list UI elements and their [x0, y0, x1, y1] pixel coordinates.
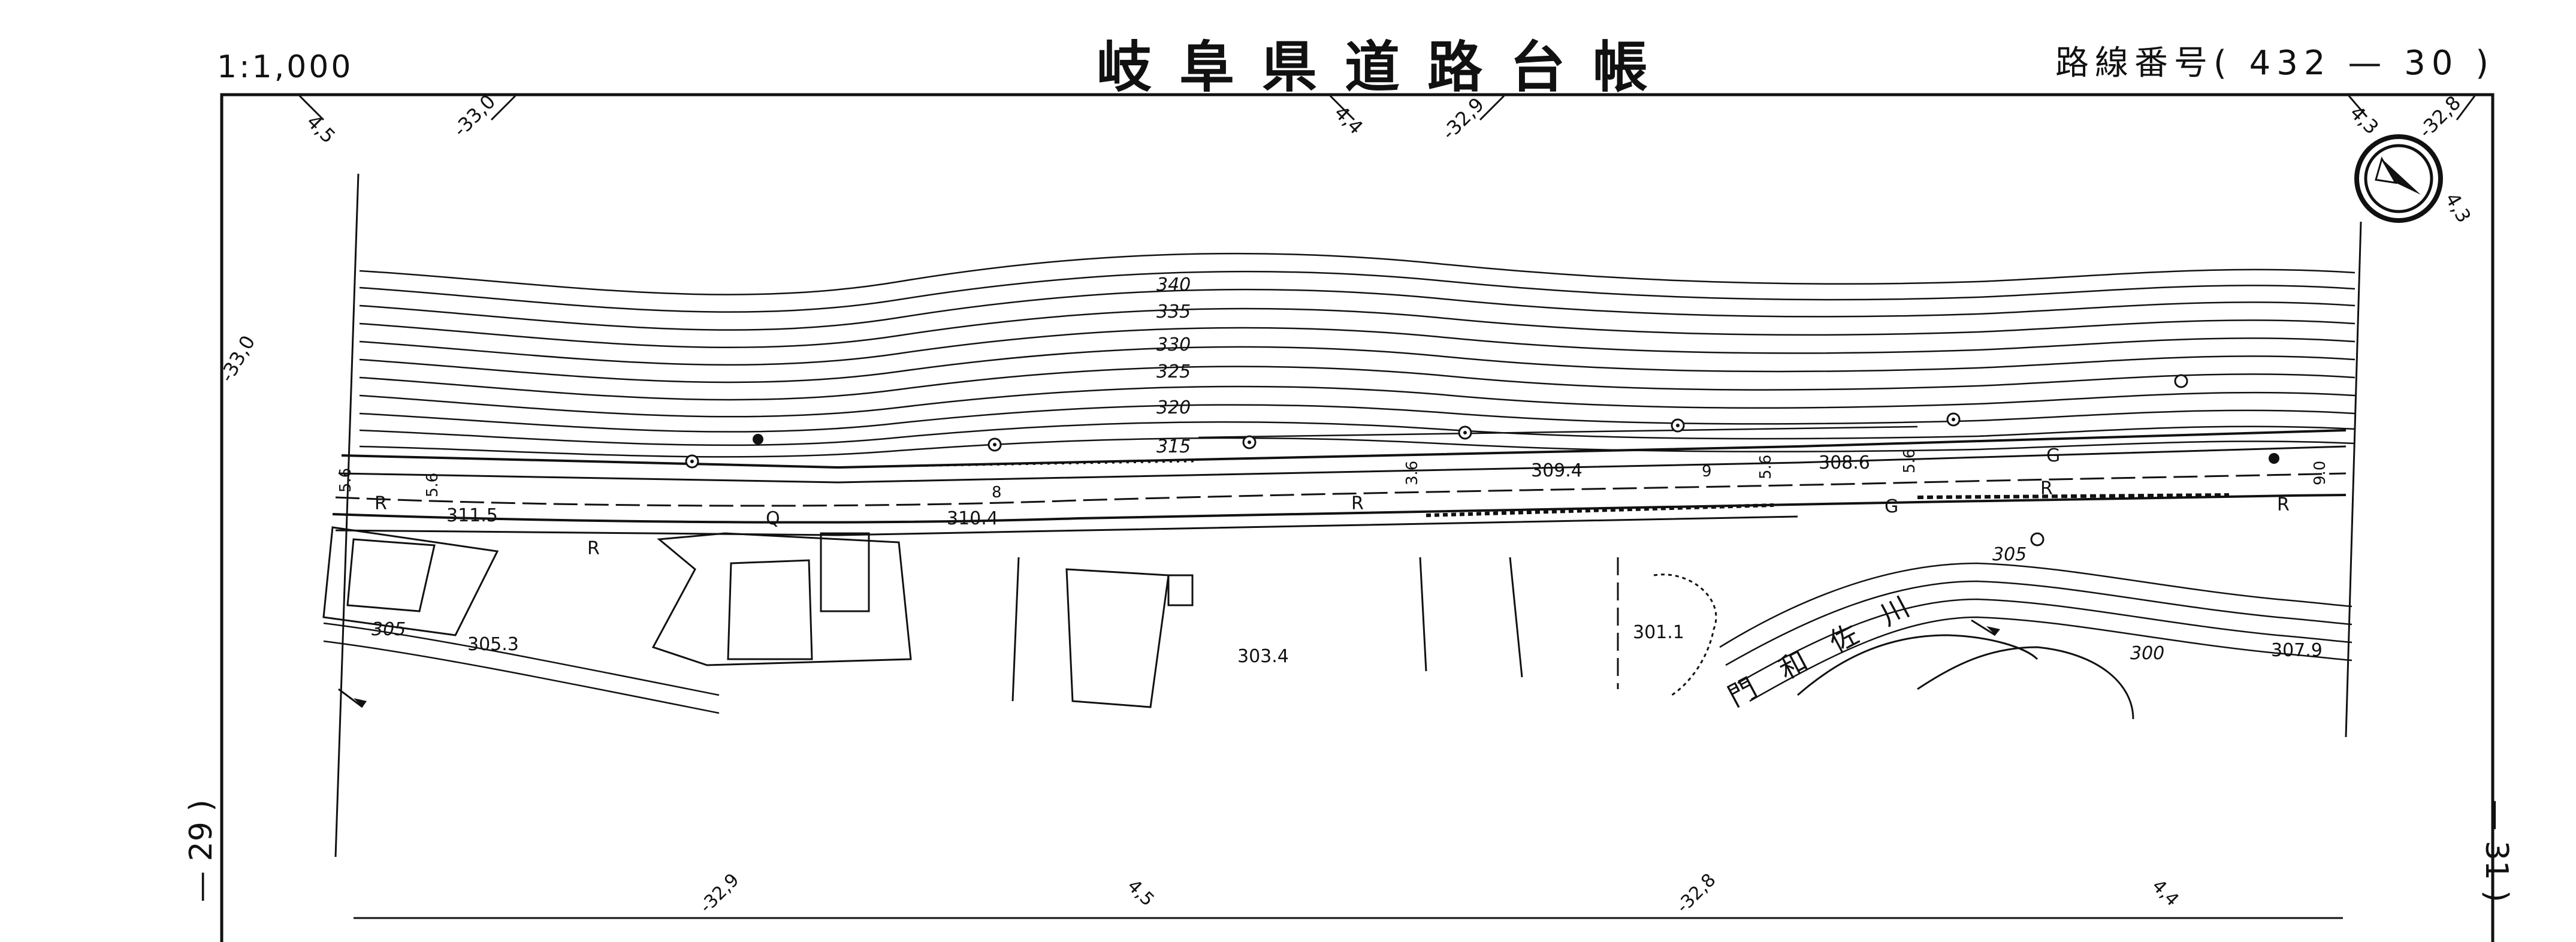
contour-labels-north: 340 335 330 325 320 315 — [1156, 274, 1191, 457]
svg-text:G: G — [2046, 445, 2060, 466]
road-alignment — [332, 429, 2347, 536]
bottom-grid: -32,9 4,5 -32,8 4,4 — [354, 869, 2343, 919]
svg-text:315: 315 — [1156, 436, 1191, 457]
map-frame — [220, 93, 2495, 942]
svg-text:300: 300 — [2130, 643, 2164, 664]
flow-arrow-icon — [338, 619, 2000, 708]
map-scale: 1:1,000 — [217, 49, 354, 85]
tick-bottom-1: 4,5 — [1123, 875, 1158, 910]
elev-5: 303.4 — [1237, 646, 1289, 667]
tick-top-1: -33,0 — [449, 90, 500, 141]
elev-4: 305.3 — [467, 634, 519, 655]
manhole-icon — [1671, 418, 1685, 433]
manhole-icon — [685, 454, 699, 469]
north-arrow-icon — [2354, 134, 2443, 223]
elev-1: 308.6 — [1819, 452, 1870, 473]
roadside-fences — [838, 425, 2230, 517]
road-labels: R R R R R G G Q G — [375, 445, 2290, 559]
svg-text:門和佐川: 門和佐川 — [1723, 576, 1941, 713]
route-label: 路線番号( — [2055, 44, 2233, 83]
svg-text:R: R — [1351, 493, 1364, 514]
svg-text:R: R — [587, 538, 600, 559]
route-number: 路線番号( 432 — 30 ) — [2055, 36, 2495, 84]
manhole-icon — [2174, 374, 2188, 388]
tick-bottom-2: -32,8 — [1672, 869, 1720, 917]
sheet-header: 1:1,000 岐阜県道路台帳 路線番号( 432 — 30 ) — [0, 0, 2576, 99]
tick-top-5: -32,8 — [2414, 91, 2465, 142]
svg-text:3.6: 3.6 — [1403, 461, 1421, 485]
utility-symbols — [685, 374, 2279, 547]
elev-0: 309.4 — [1531, 460, 1583, 481]
svg-text:305: 305 — [372, 619, 406, 640]
manhole-icon — [1458, 425, 1472, 440]
tick-right: 4,3 — [2441, 189, 2475, 227]
svg-text:R: R — [2040, 478, 2053, 499]
svg-text:8: 8 — [992, 484, 1002, 502]
contours-north — [359, 252, 2355, 458]
elev-3: 310.4 — [947, 508, 998, 529]
elevation-points: 309.4 308.6 311.5 310.4 305.3 303.4 301.… — [446, 452, 2323, 667]
width-annotations: 5.6 5.6 3.6 5.6 9 5.6 9.0 8 — [337, 449, 2329, 502]
contour-labels-south: 305 300 305 — [372, 544, 2164, 664]
svg-text:R: R — [375, 493, 387, 514]
elev-2: 311.5 — [446, 505, 498, 526]
parcels-south — [322, 526, 1717, 708]
svg-text:320: 320 — [1156, 397, 1191, 418]
route-sheet: 30 — [2404, 44, 2459, 83]
manhole-icon — [987, 437, 1002, 452]
contours-south — [323, 562, 2352, 720]
tick-bottom-3: 4,4 — [2148, 875, 2182, 910]
manhole-icon — [1946, 412, 1961, 427]
manhole-icon — [1242, 435, 1257, 449]
elev-6: 301.1 — [1633, 622, 1684, 643]
svg-text:G: G — [1885, 496, 1898, 517]
route-close: ) — [2475, 44, 2495, 83]
svg-text:335: 335 — [1156, 301, 1191, 322]
svg-text:9.0: 9.0 — [2311, 461, 2329, 485]
svg-text:9: 9 — [1702, 463, 1712, 481]
route-no: 432 — [2249, 44, 2332, 83]
svg-text:5.6: 5.6 — [1757, 455, 1775, 479]
pole-icon — [753, 434, 763, 445]
svg-text:R: R — [2277, 494, 2290, 515]
svg-text:5.6: 5.6 — [424, 473, 442, 497]
manhole-icon — [2030, 532, 2045, 547]
svg-text:Q: Q — [766, 508, 780, 529]
svg-text:5.6: 5.6 — [337, 468, 355, 493]
route-sep: — — [2348, 44, 2388, 83]
svg-text:325: 325 — [1156, 361, 1191, 382]
tick-top-2: 4,4 — [1330, 101, 1367, 139]
svg-text:340: 340 — [1156, 274, 1191, 295]
page-title: 岐阜県道路台帳 — [1097, 35, 1676, 99]
pole-icon — [2269, 453, 2279, 464]
svg-text:305: 305 — [1992, 544, 2027, 565]
tick-top-0: 4,5 — [302, 110, 340, 148]
river-label: 門和佐川 — [1723, 576, 1941, 713]
svg-text:330: 330 — [1156, 334, 1191, 355]
elev-7: 307.9 — [2271, 640, 2323, 661]
tick-bottom-0: -32,9 — [696, 869, 744, 917]
tick-top-4: 4,3 — [2345, 101, 2383, 139]
svg-text:5.6: 5.6 — [1901, 449, 1919, 473]
